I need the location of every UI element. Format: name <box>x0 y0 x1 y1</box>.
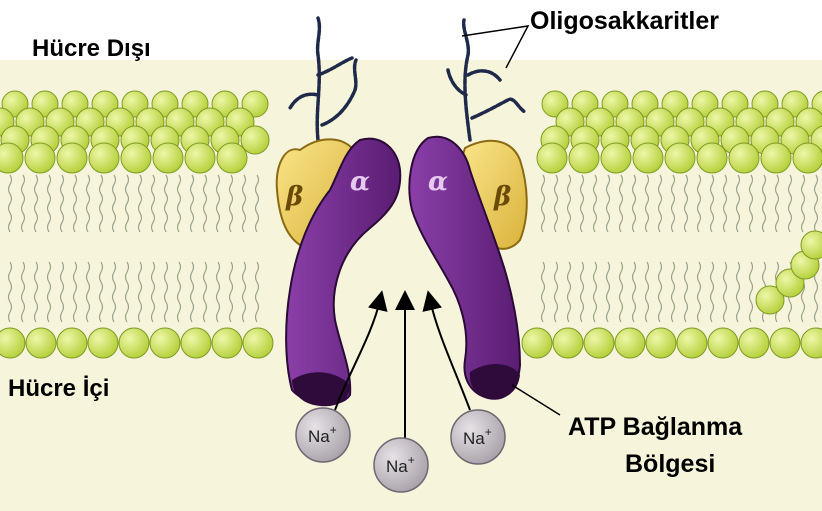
intracellular-label: Hücre İçi <box>8 375 109 402</box>
lipid-head <box>665 143 695 173</box>
lipid-head <box>57 143 87 173</box>
lipid-head <box>119 328 149 358</box>
lipid-head <box>615 328 645 358</box>
ion-left-base: Na <box>308 427 330 446</box>
ion-right-charge: + <box>485 425 492 439</box>
alpha-label-right: α <box>428 167 448 197</box>
lipid-head <box>793 143 822 173</box>
ion-left-charge: + <box>330 423 337 437</box>
lipid-head <box>601 143 631 173</box>
lipid-head <box>0 328 25 358</box>
ion-right-base: Na <box>463 429 485 448</box>
alpha-label-left: α <box>350 167 370 197</box>
lipid-head <box>739 328 769 358</box>
lipid-head <box>646 328 676 358</box>
lipid-head <box>553 328 583 358</box>
lipid-head <box>633 143 663 173</box>
atp-binding-label-line2: Bölgesi <box>625 450 715 478</box>
lipid-head <box>57 328 87 358</box>
lipid-head <box>25 143 55 173</box>
ion-middle-charge: + <box>408 453 415 467</box>
oligosaccharides-label: Oligosakkaritler <box>530 7 719 35</box>
lipid-head <box>88 328 118 358</box>
lipid-head <box>89 143 119 173</box>
lipid-head <box>729 143 759 173</box>
lipid-head <box>212 328 242 358</box>
lipid-head <box>522 328 552 358</box>
sodium-ion-right: Na+ <box>451 410 505 464</box>
beta-label-left: β <box>285 182 303 212</box>
lipid-head <box>761 143 791 173</box>
lipid-head <box>770 328 800 358</box>
lipid-head <box>121 143 151 173</box>
sodium-ion-left: Na+ <box>296 408 350 462</box>
lipid-head <box>153 143 183 173</box>
lipid-head <box>708 328 738 358</box>
lipid-head <box>243 328 273 358</box>
lipid-head <box>677 328 707 358</box>
ion-middle-base: Na <box>386 457 408 476</box>
lipid-head <box>217 143 247 173</box>
lipid-head <box>185 143 215 173</box>
lipid-head <box>537 143 567 173</box>
lipid-head <box>241 126 269 154</box>
beta-label-right: β <box>493 182 511 212</box>
lipid-head <box>26 328 56 358</box>
lipid-head <box>697 143 727 173</box>
lipid-head <box>150 328 180 358</box>
atp-binding-label-line1: ATP Bağlanma <box>568 413 743 441</box>
lipid-head <box>584 328 614 358</box>
lipid-head <box>181 328 211 358</box>
extracellular-label: Hücre Dışı <box>32 35 151 62</box>
sodium-ion-middle: Na+ <box>374 438 428 492</box>
lipid-head <box>569 143 599 173</box>
